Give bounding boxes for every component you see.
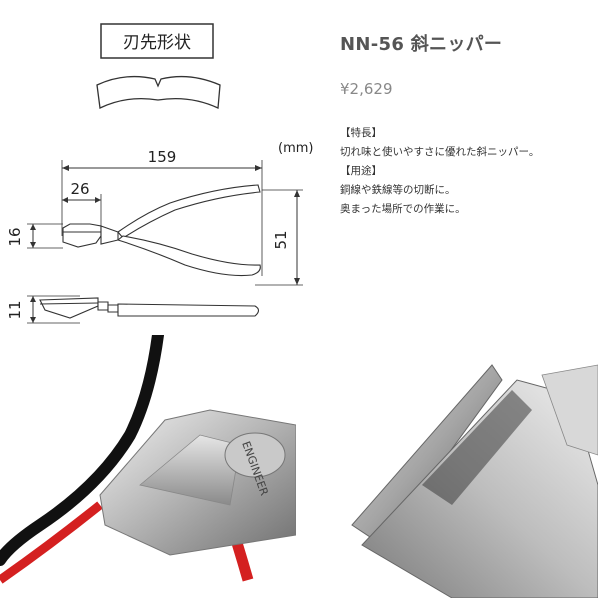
arrow-head [294,190,300,197]
width-value: 51 [272,230,290,249]
features-text: 切れ味と使いやすさに優れた斜ニッパー。 [340,146,540,158]
arrow-head [30,224,36,230]
blade-shape-label: 刃先形状 [123,33,191,53]
arrow-head [30,317,36,323]
red-wire-left [0,501,103,584]
arrow-head [294,278,300,285]
arrow-head [62,197,68,203]
head-length-value: 26 [70,180,89,198]
product-price: ¥2,629 [340,80,393,98]
photo-blade-closeup [302,335,598,598]
pivot [224,432,286,478]
thickness-value: 11 [6,300,24,319]
pliers-top-view [62,184,261,277]
arrow-head [95,197,101,203]
unit-label: (mm) [278,141,313,156]
lower-blade [361,379,598,598]
pliers-side-view [39,297,260,319]
photo-cutting-wire: ENGINEER [0,335,296,598]
usage-line-2: 奥まった場所での作業に。 [340,203,466,215]
arrow-head [30,296,36,302]
product-info: NN-56 斜ニッパー ¥2,629 【特長】 切れ味と使いやすさに優れた斜ニッ… [340,30,595,219]
usage-line-1: 銅線や鉄線等の切断に。 [340,184,456,196]
blade-shape-label-box [100,23,214,59]
product-title: NN-56 斜ニッパー [340,34,503,55]
body-edge [541,364,598,456]
blade-gap [422,390,532,505]
usage-heading: 【用途】 [340,165,382,177]
length-value: 159 [148,148,177,166]
blade-shape-drawing [96,75,221,109]
black-wire [0,335,164,566]
features-heading: 【特長】 [340,127,382,139]
arrow-head [255,165,262,171]
arrow-head [30,242,36,248]
arrow-head [62,165,69,171]
dimension-diagram: 刃先形状 (mm) 159 26 51 16 11 [6,23,313,324]
height-value: 16 [6,227,24,246]
product-description: 【特長】 切れ味と使いやすさに優れた斜ニッパー。 【用途】 銅線や鉄線等の切断に… [340,124,595,219]
